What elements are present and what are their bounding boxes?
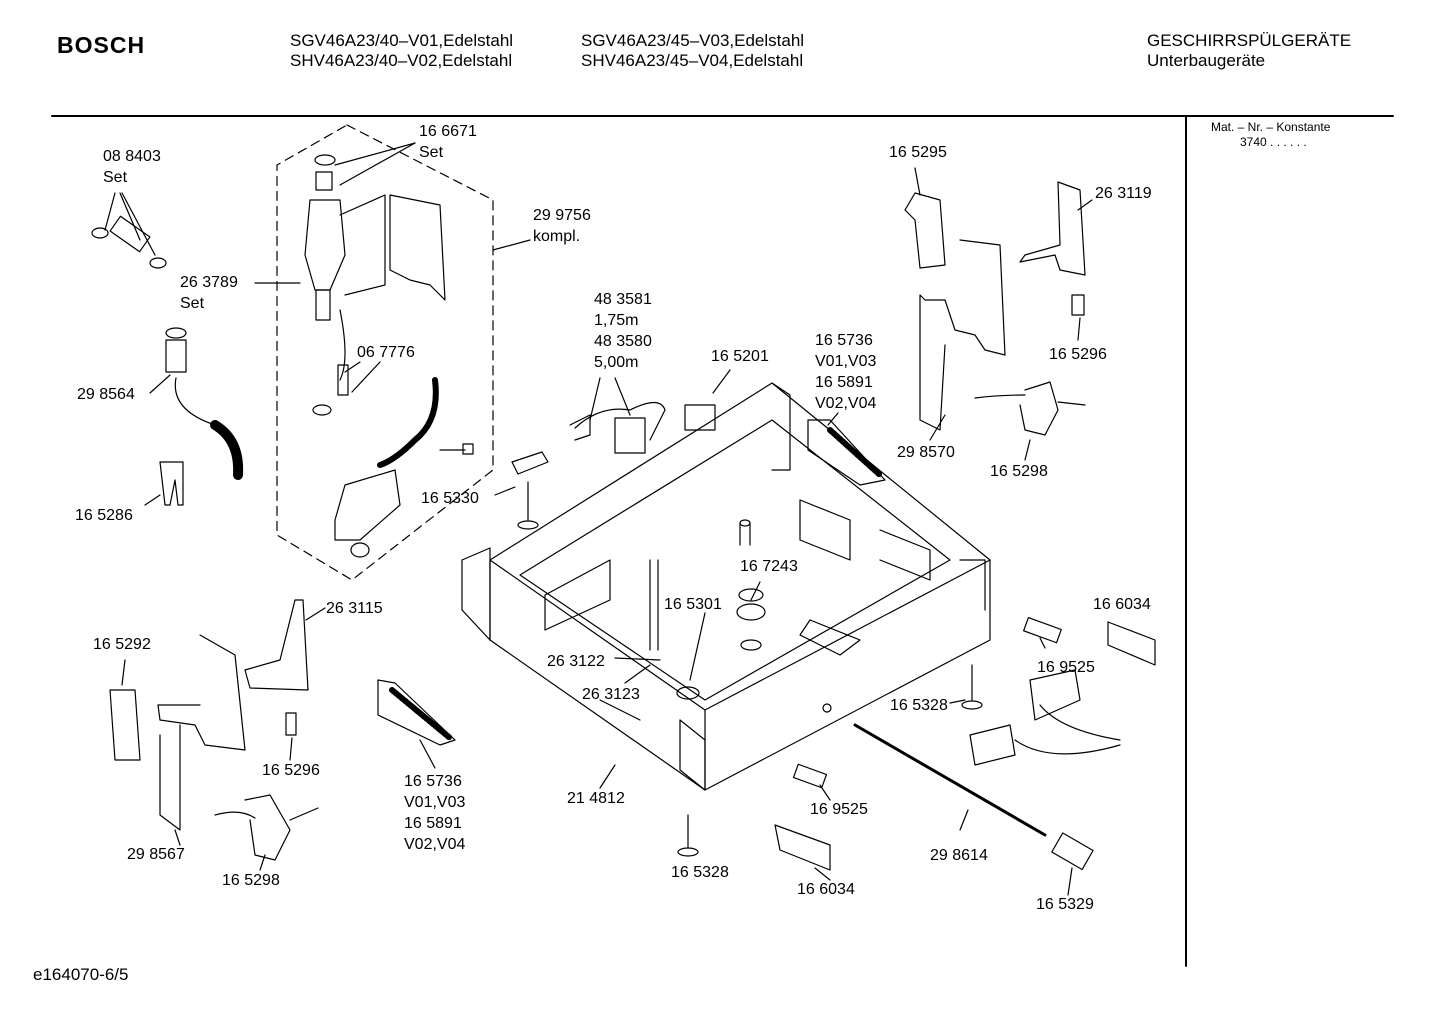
part-label: 08 8403 Set [103, 148, 161, 186]
category-line: GESCHIRRSPÜLGERÄTE [1147, 31, 1352, 50]
part-label: 29 9756 kompl. [533, 207, 591, 245]
left-small-parts-drawing [91, 215, 244, 506]
part-label: 16 5301 [664, 596, 722, 613]
part-label: 06 7776 [357, 344, 415, 361]
part-label: 16 6034 [1093, 596, 1151, 613]
part-label: 16 7243 [740, 558, 798, 575]
model-list-1: SGV46A23/40–V01,Edelstahl SHV46A23/40–V0… [290, 31, 513, 71]
part-label: 21 4812 [567, 790, 625, 807]
part-label: 16 6034 [797, 881, 855, 898]
brand-logo: BOSCH [57, 32, 146, 58]
part-label: 29 8567 [127, 846, 185, 863]
part-label: 16 9525 [1037, 659, 1095, 676]
part-label: 16 5286 [75, 507, 133, 524]
part-label: 26 3119 [1095, 185, 1152, 202]
part-label: 16 5298 [222, 872, 280, 889]
part-label: 26 3789 Set [180, 274, 238, 312]
model-line: SGV46A23/40–V01,Edelstahl [290, 31, 514, 50]
assembly-group-outline [276, 124, 494, 581]
right-bracket-parts-drawing [807, 181, 1086, 486]
sidebar-title: Mat. – Nr. – Konstante [1211, 120, 1331, 134]
part-label: 16 5295 [889, 144, 947, 161]
category-line: Unterbaugeräte [1147, 51, 1266, 70]
part-label: 16 5736 V01,V03 16 5891 V02,V04 [815, 332, 877, 412]
part-label: 16 6671 Set [419, 123, 477, 161]
part-label: 16 5296 [1049, 346, 1107, 363]
leader-lines [104, 142, 1093, 896]
part-label: 29 8614 [930, 847, 988, 864]
part-label: 29 8570 [897, 444, 955, 461]
part-label: 16 5328 [890, 697, 948, 714]
part-label: 16 5296 [262, 762, 320, 779]
part-label: 16 5329 [1036, 896, 1094, 913]
part-label: 16 9525 [810, 801, 868, 818]
part-label: 16 5292 [93, 636, 151, 653]
model-line: SHV46A23/40–V02,Edelstahl [290, 51, 513, 70]
model-list-2: SGV46A23/45–V03,Edelstahl SHV46A23/45–V0… [581, 31, 804, 71]
left-bracket-parts-drawing [109, 599, 456, 861]
part-label: 26 3123 [582, 686, 640, 703]
category-title: GESCHIRRSPÜLGERÄTE Unterbaugeräte [1147, 31, 1351, 71]
part-label: 16 5201 [711, 348, 769, 365]
part-label: 26 3122 [547, 653, 605, 670]
part-label: 16 5298 [990, 463, 1048, 480]
part-label: 16 5736 V01,V03 16 5891 V02,V04 [404, 773, 466, 853]
model-line: SHV46A23/45–V04,Edelstahl [581, 51, 804, 70]
sidebar-value: 3740 . . . . . . [1240, 135, 1307, 149]
part-label: 26 3115 [326, 600, 383, 617]
model-line: SGV46A23/45–V03,Edelstahl [581, 31, 805, 50]
part-label: 29 8564 [77, 386, 135, 403]
part-label: 16 5330 [421, 490, 479, 507]
drawing-id: e164070-6/5 [33, 965, 129, 984]
base-tub-drawing [461, 382, 991, 791]
bottom-right-parts-drawing [677, 617, 1156, 871]
part-label: 16 5328 [671, 864, 729, 881]
water-valve-drawing [304, 154, 474, 558]
part-label: 48 3581 1,75m 48 3580 5,00m [594, 291, 652, 371]
